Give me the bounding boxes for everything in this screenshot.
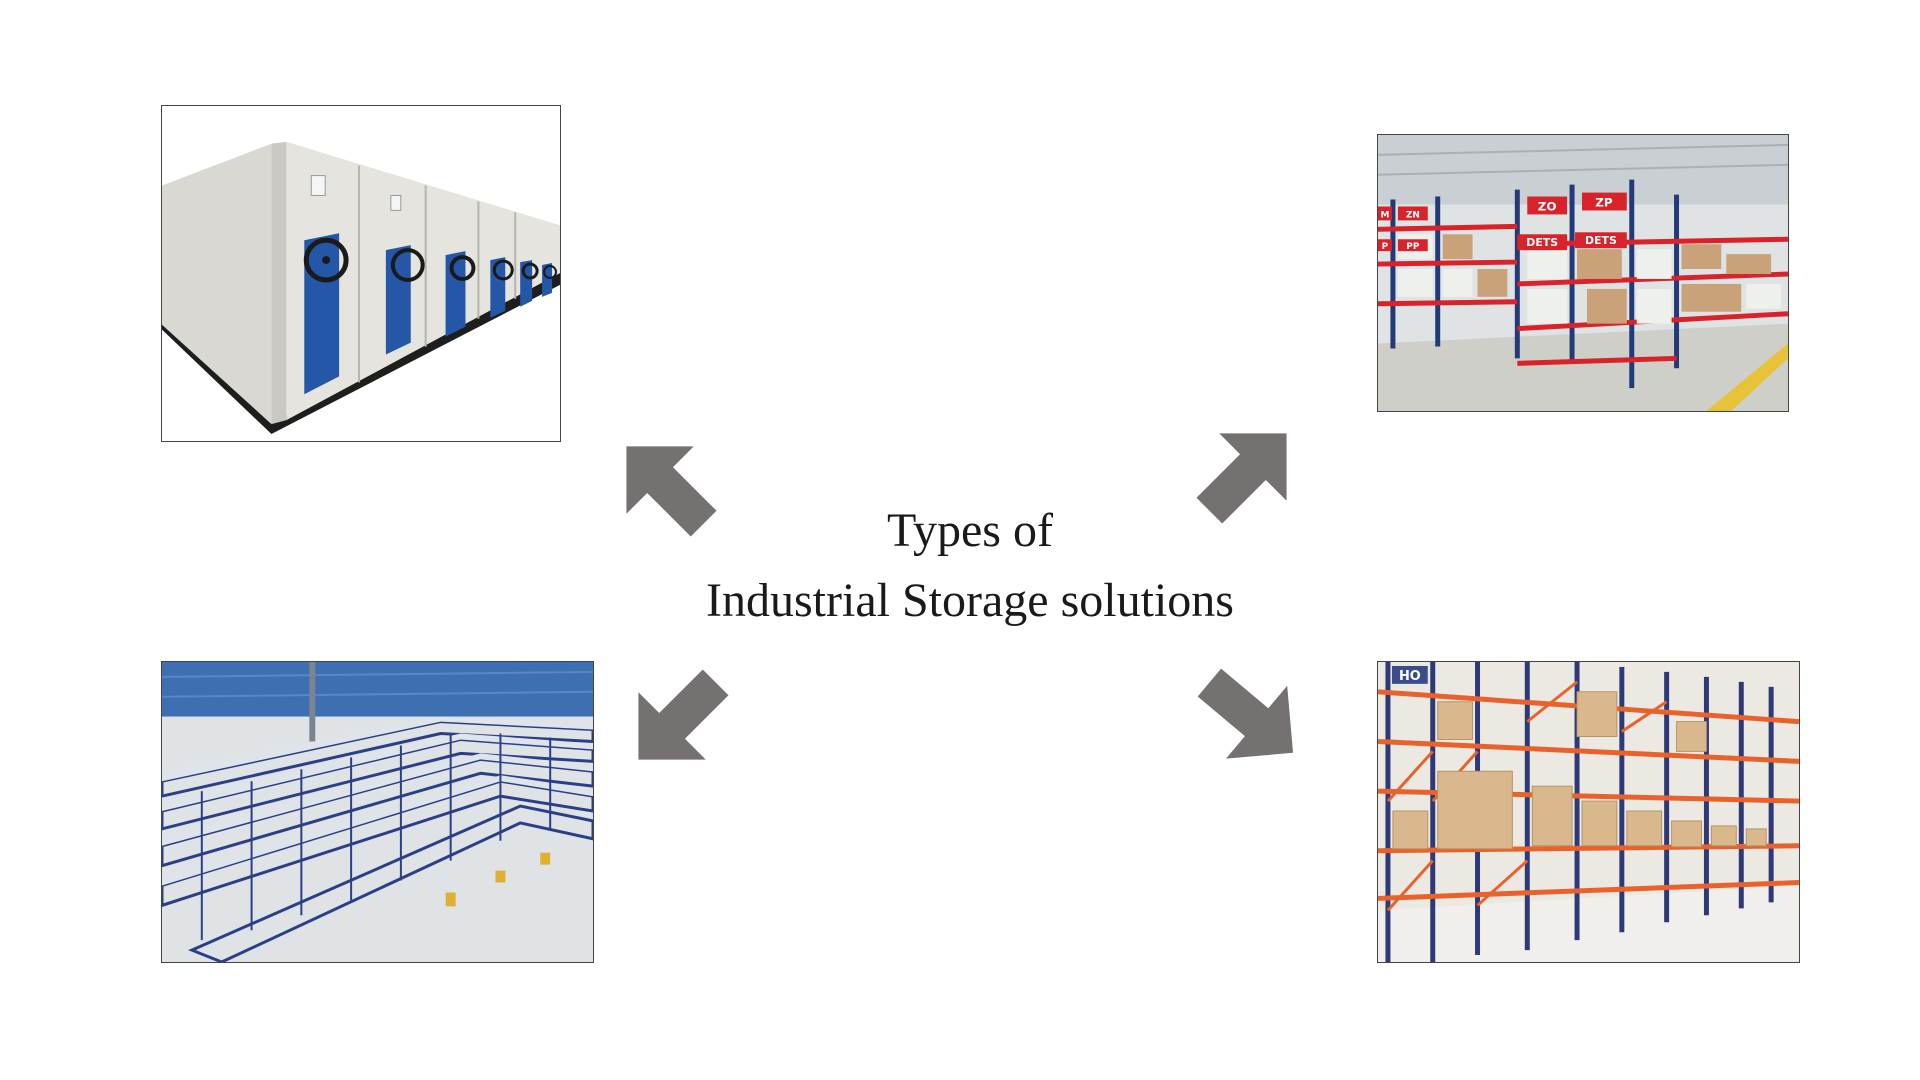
sign-zn: ZN (1406, 210, 1420, 220)
sign-dets-2: DETS (1585, 234, 1617, 247)
sign-zo: ZO (1538, 199, 1557, 213)
arrow-down-right-icon (1178, 645, 1318, 785)
mobile-compactor-image (161, 105, 561, 442)
sign-ho: HO (1399, 669, 1421, 684)
sign-dets-1: DETS (1526, 236, 1558, 249)
warehouse-shelving-rows-image (161, 661, 594, 963)
arrow-up-right-icon (1175, 405, 1315, 545)
pallet-racking-image: HO (1377, 661, 1800, 963)
title-line-1: Types of (887, 504, 1053, 557)
sign-m: M (1381, 210, 1390, 220)
center-title: Types of Industrial Storage solutions (560, 496, 1380, 636)
shelving-racks-image: ZO ZP DETS DETS ZN PP M P (1377, 134, 1789, 412)
sign-p: P (1382, 242, 1389, 252)
sign-zp: ZP (1595, 195, 1613, 209)
title-line-2: Industrial Storage solutions (706, 574, 1234, 627)
arrow-up-left-icon (598, 418, 738, 558)
arrow-down-left-icon (610, 648, 750, 788)
sign-pp: PP (1406, 242, 1420, 252)
